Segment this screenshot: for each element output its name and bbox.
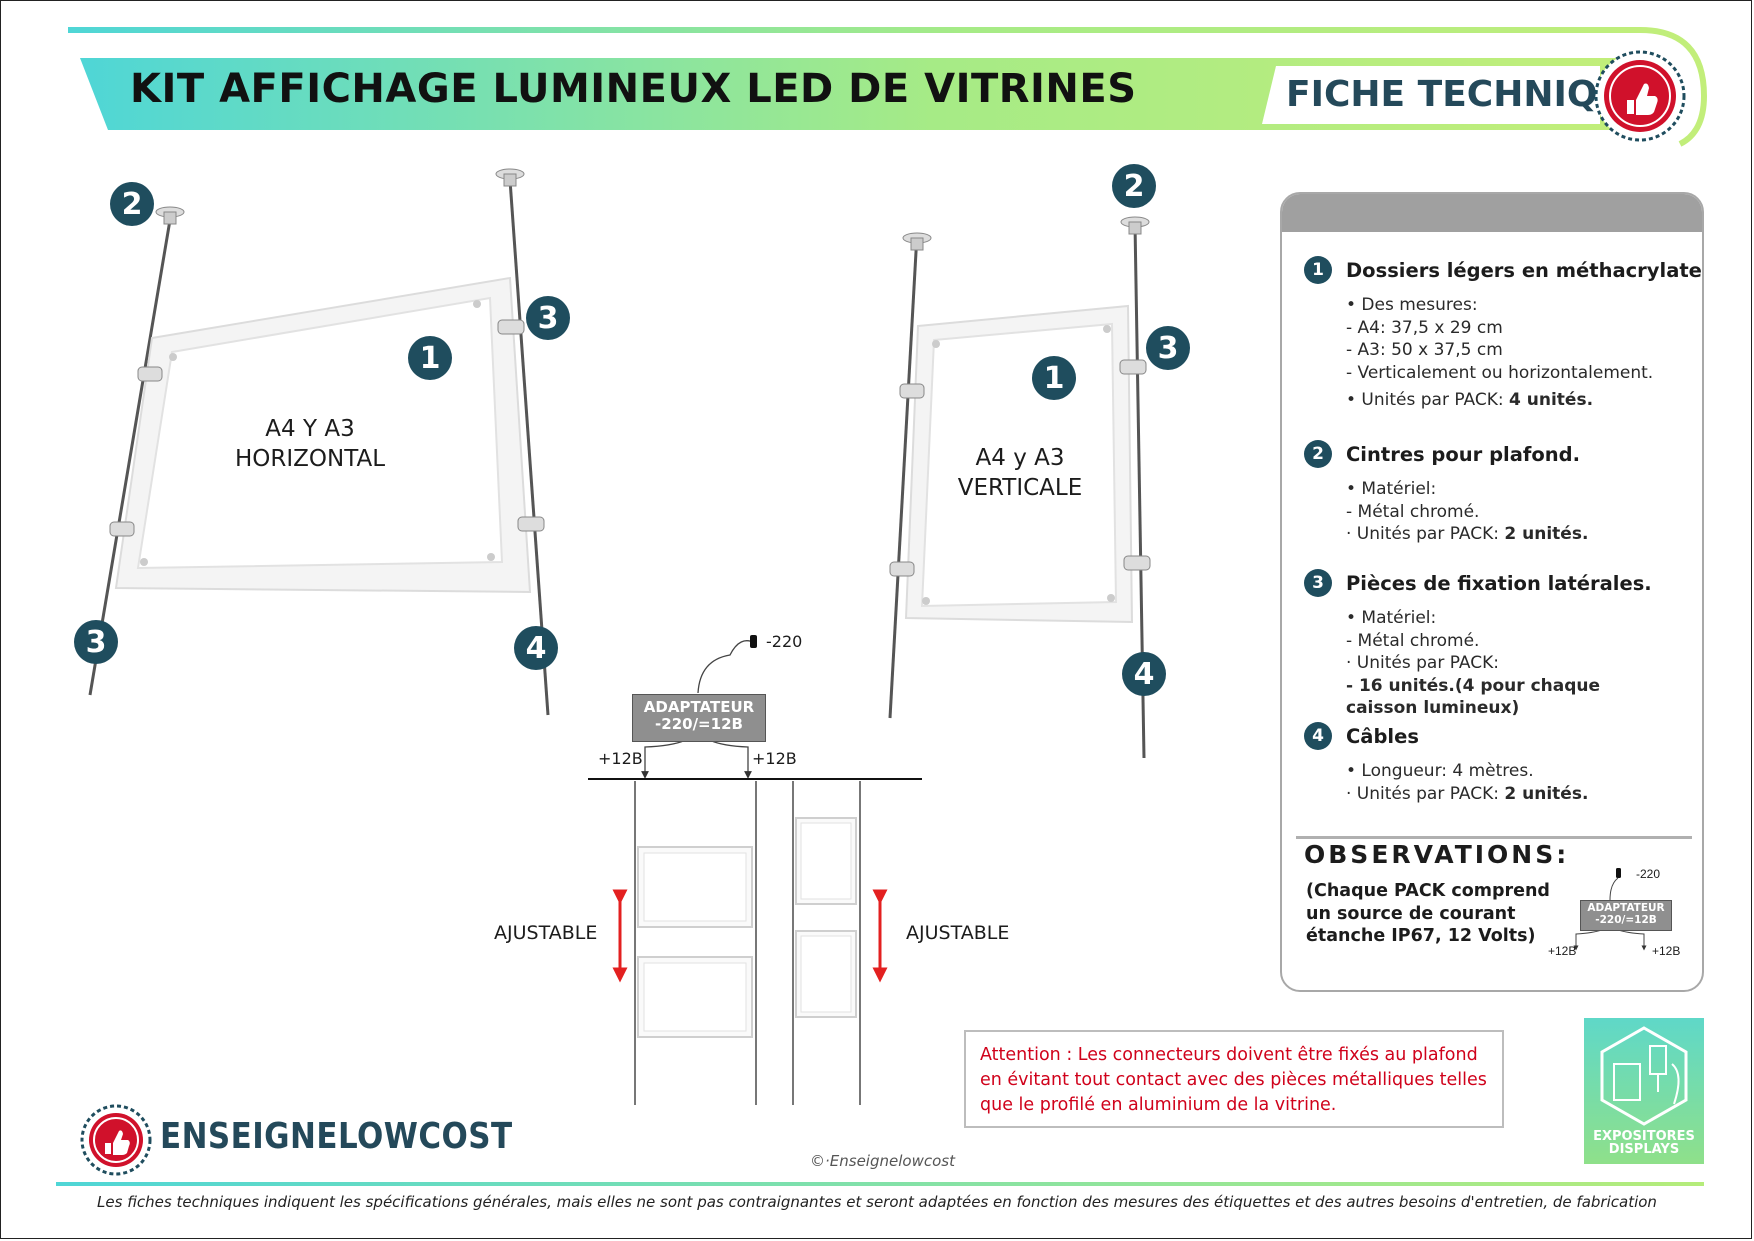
marker-3-vertical: 3 (1146, 326, 1190, 370)
specs-panel: 1 Dossiers légers en méthacrylate. • Des … (1280, 192, 1704, 992)
spec-units-label: • Unités par PACK: (1346, 390, 1510, 410)
adapter-line-1: ADAPTATEUR (643, 698, 755, 716)
document-title: KIT AFFICHAGE LUMINEUX LED DE VITRINES (130, 66, 1137, 112)
horizontal-label-line-1: A4 Y A3 (265, 416, 355, 442)
marker-1-vertical: 1 (1032, 356, 1076, 400)
spec-line: · Unités par PACK: (1346, 653, 1499, 673)
spec-title-4: Câbles (1346, 724, 1419, 748)
spec-line: • Matériel: (1346, 608, 1437, 628)
header-band (68, 27, 1708, 147)
spec-title-2: Cintres pour plafond. (1346, 442, 1581, 466)
adjustable-right-label: AJUSTABLE (906, 922, 1010, 944)
marker-3-horizontal-right: 3 (526, 296, 570, 340)
expositores-displays-logo: EXPOSITORES DISPLAYS (1584, 1018, 1704, 1164)
horizontal-label: A4 Y A3 HORIZONTAL (230, 414, 390, 474)
marker-2-horizontal: 2 (110, 182, 154, 226)
spec-line: • Des mesures: (1346, 295, 1478, 315)
footer-divider (56, 1182, 1704, 1186)
mini-adapter-box: ADAPTATEUR -220/=12B (1580, 900, 1672, 931)
marker-2-vertical: 2 (1112, 164, 1156, 208)
spec-number-1: 1 (1304, 256, 1332, 284)
observations-colon: : (1556, 840, 1570, 869)
output-left-label: +12B (598, 749, 643, 768)
spec-item-3: 3 Pièces de fixation latérales. • Matérie… (1304, 569, 1694, 720)
mini-adapter-line-2: -220/=12B (1595, 914, 1657, 926)
spec-units-label: · Unités par PACK: (1346, 524, 1505, 544)
mini-power-label: -220 (1636, 867, 1661, 881)
spec-units-label: · Unités par PACK: (1346, 783, 1505, 804)
partner-line-2: DISPLAYS (1608, 1142, 1680, 1157)
fiche-technique-badge: FICHE TECHNIQUE (1286, 74, 1652, 115)
brand-name: ENSEIGNELOWCOST (160, 1116, 513, 1157)
observations-title: OBSERVATIONS: (1304, 840, 1569, 869)
spec-item-1: 1 Dossiers légers en méthacrylate. • Des … (1304, 256, 1702, 412)
marker-1-horizontal: 1 (408, 336, 452, 380)
mini-output-left: +12B (1548, 944, 1577, 958)
spec-title-1: Dossiers légers en méthacrylate. (1346, 258, 1704, 282)
observations-title-text: OBSERVATIONS (1304, 840, 1557, 869)
spec-units-value: - 16 unités.(4 pour chaque caisson lumin… (1346, 675, 1601, 719)
attention-prefix: Attention : (980, 1045, 1078, 1065)
attention-text: Les connecteurs doivent être fixés au pl… (980, 1045, 1487, 1115)
spec-line: - A3: 50 x 37,5 cm (1346, 340, 1503, 360)
marker-3-horizontal-left: 3 (74, 620, 118, 664)
marker-4-horizontal: 4 (514, 626, 558, 670)
partner-line-1: EXPOSITORES (1593, 1129, 1695, 1144)
thumbs-up-seal-icon (1594, 50, 1686, 142)
spec-title-3: Pièces de fixation latérales. (1346, 571, 1652, 595)
adapter-box: ADAPTATEUR -220/=12B (632, 694, 766, 742)
spec-line: - Verticalement ou horizontalement. (1346, 362, 1654, 383)
attention-notice: Attention : Les connecteurs doivent être… (964, 1030, 1504, 1128)
spec-item-2: 2 Cintres pour plafond. • Matériel: - Mét… (1304, 440, 1694, 546)
vertical-label-line-2: VERTICALE (957, 475, 1083, 501)
adjustable-left-label: AJUSTABLE (494, 922, 598, 944)
mini-adapter-line-1: ADAPTATEUR (1587, 902, 1665, 914)
display-stands-icon (1600, 1026, 1688, 1126)
wiring-diagram (588, 635, 922, 1105)
observations-divider (1296, 836, 1692, 839)
marker-4-vertical: 4 (1122, 652, 1166, 696)
observations-text: (Chaque PACK comprend un source de coura… (1306, 881, 1550, 946)
spec-line: - Métal chromé. (1346, 630, 1480, 651)
spec-line: • Matériel: (1346, 479, 1437, 499)
footer-disclaimer: Les fiches techniques indiquent les spéc… (97, 1193, 1657, 1211)
specs-panel-header (1282, 194, 1702, 232)
spec-item-4: 4 Câbles • Longueur: 4 mètres. · Unités p… (1304, 722, 1694, 805)
spec-number-4: 4 (1304, 722, 1332, 750)
mini-output-right: +12B (1652, 944, 1681, 958)
spec-number-2: 2 (1304, 440, 1332, 468)
adapter-line-2: -220/=12B (655, 715, 743, 733)
horizontal-label-line-2: HORIZONTAL (234, 446, 386, 472)
copyright: ©·Enseignelowcost (810, 1152, 955, 1170)
spec-line: - A4: 37,5 x 29 cm (1346, 317, 1503, 338)
vertical-label: A4 y A3 VERTICALE (940, 443, 1100, 503)
power-label: -220 (766, 632, 803, 651)
spec-line: • Longueur: 4 mètres. (1346, 761, 1534, 781)
vertical-label-line-1: A4 y A3 (975, 445, 1065, 471)
brand-seal-icon (80, 1104, 152, 1176)
spec-line: - Métal chromé. (1346, 501, 1480, 522)
spec-units-value: 4 unités. (1509, 390, 1594, 410)
spec-units-value: 2 unités. (1504, 783, 1589, 804)
spec-units-value: 2 unités. (1504, 524, 1589, 544)
spec-number-3: 3 (1304, 569, 1332, 597)
output-right-label: +12B (752, 749, 797, 768)
